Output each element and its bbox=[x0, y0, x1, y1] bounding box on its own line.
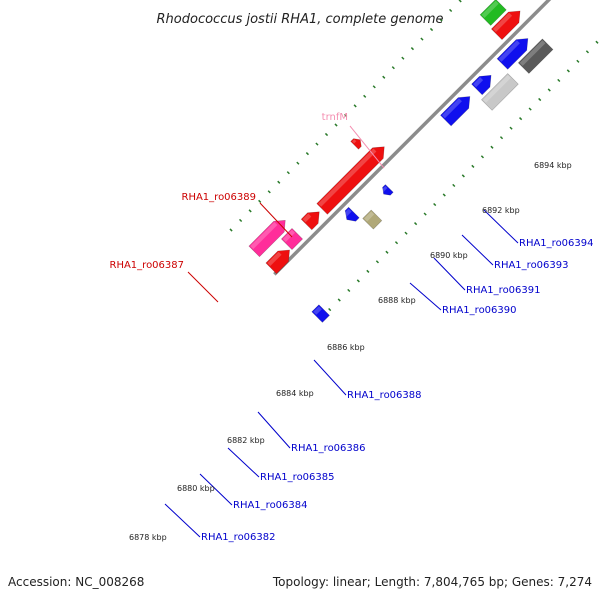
tick-label: 6884 kbp bbox=[276, 389, 314, 398]
gene-label[interactable]: RHA1_ro06386 bbox=[291, 443, 366, 454]
gene-label[interactable]: RHA1_ro06393 bbox=[494, 260, 569, 271]
gene-label[interactable]: RHA1_ro06387 bbox=[110, 260, 185, 271]
gene-lightgray-ro06385[interactable] bbox=[481, 73, 519, 111]
gene-red-marker-upper[interactable] bbox=[350, 138, 362, 150]
gene-red-small-left-highlight bbox=[302, 213, 312, 223]
gene-red-long[interactable] bbox=[316, 146, 385, 215]
leader-line bbox=[257, 411, 291, 449]
leader-line bbox=[313, 359, 347, 396]
gene-blue-ro06382-b-highlight bbox=[381, 186, 388, 193]
gene-blue-ro06386-highlight bbox=[498, 40, 520, 62]
upper-guide-track bbox=[229, 0, 464, 232]
gene-red-ro06387[interactable] bbox=[490, 10, 521, 41]
gene-darkgray-ro06386-highlight bbox=[519, 40, 546, 66]
gene-pink-upper[interactable] bbox=[248, 219, 286, 258]
gene-blue-ro06384[interactable] bbox=[440, 96, 471, 127]
gene-red-marker-upper-highlight bbox=[352, 139, 357, 144]
leader-line bbox=[164, 503, 201, 538]
tick-label: 6892 kbp bbox=[482, 206, 520, 215]
gene-blue-ro06382-b[interactable] bbox=[382, 184, 394, 196]
gene-label[interactable]: RHA1_ro06385 bbox=[260, 472, 335, 483]
tick-label: 6886 kbp bbox=[327, 343, 365, 352]
gene-khaki[interactable] bbox=[362, 209, 383, 230]
gene-blue-ro06382[interactable] bbox=[344, 206, 360, 222]
gene-label[interactable]: RHA1_ro06389 bbox=[182, 192, 257, 203]
gene-red-lower-left-highlight bbox=[267, 251, 282, 266]
tick-label-layer: 6878 kbp 6880 kbp 6882 kbp 6884 kbp 6886 kbp… bbox=[129, 161, 572, 542]
tick-label: 6888 kbp bbox=[378, 296, 416, 305]
leader-line bbox=[349, 125, 385, 169]
gene-pink-left-highlight bbox=[282, 229, 295, 242]
gene-green[interactable] bbox=[479, 0, 507, 26]
genome-summary-text: Topology: linear; Length: 7,804,765 bp; … bbox=[272, 575, 592, 589]
gene-khaki-highlight bbox=[364, 211, 375, 222]
gene-lightgray-ro06385-highlight bbox=[483, 75, 511, 103]
gene-label[interactable]: RHA1_ro06391 bbox=[466, 285, 541, 296]
gene-label[interactable]: RHA1_ro06390 bbox=[442, 305, 517, 316]
gene-red-small-left[interactable] bbox=[300, 211, 320, 231]
gene-blue-corner-small[interactable] bbox=[311, 304, 330, 323]
leader-line bbox=[483, 209, 519, 244]
gene-layer bbox=[248, 0, 554, 323]
gene-red-lower-left[interactable] bbox=[265, 249, 290, 275]
gene-blue-ro06386[interactable] bbox=[496, 38, 529, 70]
gene-pink-left[interactable] bbox=[280, 227, 304, 251]
gene-label-layer: RHA1_ro06382 RHA1_ro06384 RHA1_ro06385 RHA1… bbox=[110, 112, 594, 543]
gene-label[interactable]: RHA1_ro06394 bbox=[519, 238, 594, 249]
tick-label: 6890 kbp bbox=[430, 251, 468, 260]
genome-title: Rhodococcus jostii RHA1, complete genome bbox=[157, 12, 444, 27]
leader-line bbox=[199, 473, 233, 506]
leader-line bbox=[187, 271, 219, 303]
leader-line bbox=[433, 257, 466, 291]
gene-label[interactable]: RHA1_ro06384 bbox=[233, 500, 308, 511]
gene-blue-corner-small-highlight bbox=[313, 306, 322, 315]
gene-blue-ro06382-highlight bbox=[342, 208, 352, 218]
gene-green-highlight bbox=[481, 0, 499, 18]
gene-pink-upper-highlight bbox=[250, 222, 278, 250]
gene-blue-ro06385[interactable] bbox=[471, 74, 492, 96]
leader-lines bbox=[164, 125, 519, 538]
gene-label[interactable]: trnfM bbox=[322, 112, 348, 123]
tick-label: 6894 kbp bbox=[534, 161, 572, 170]
leader-line bbox=[259, 202, 293, 238]
gene-label[interactable]: RHA1_ro06382 bbox=[201, 532, 276, 543]
gene-blue-ro06385-highlight bbox=[473, 77, 484, 88]
leader-line bbox=[227, 447, 260, 478]
gene-red-ro06387-highlight bbox=[492, 12, 513, 32]
genome-backbone bbox=[273, 0, 552, 276]
tick-label: 6880 kbp bbox=[177, 484, 215, 493]
gene-red-long-highlight bbox=[318, 148, 377, 207]
leader-line bbox=[461, 234, 494, 266]
gene-blue-ro06384-highlight bbox=[441, 98, 462, 119]
accession-text: Accession: NC_008268 bbox=[8, 575, 144, 589]
tick-label: 6878 kbp bbox=[129, 533, 167, 542]
gene-label[interactable]: RHA1_ro06388 bbox=[347, 390, 422, 401]
tick-label: 6882 kbp bbox=[227, 436, 265, 445]
gene-darkgray-ro06386[interactable] bbox=[517, 38, 554, 74]
track-layer bbox=[229, 0, 600, 321]
leader-line bbox=[409, 282, 442, 311]
